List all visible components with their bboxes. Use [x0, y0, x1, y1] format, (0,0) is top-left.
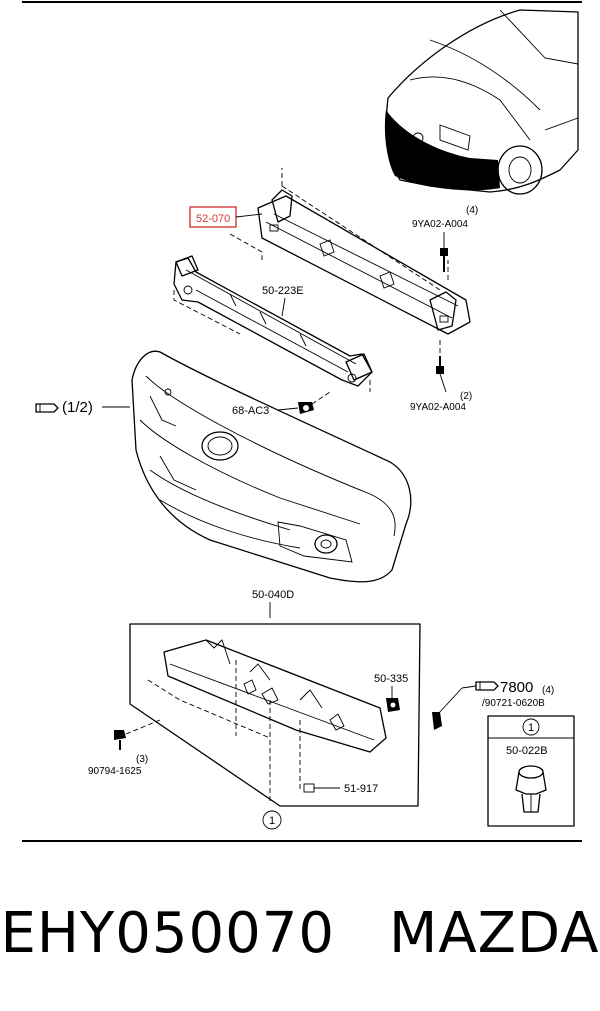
seal-51-917: 51-917 — [303, 783, 378, 795]
nut-50-335: 50-335 — [374, 673, 408, 712]
bolt-top-label: 9YA02-A004 — [412, 219, 468, 230]
label-under-cover: 50-040D — [252, 589, 294, 601]
pointing-hand-icon — [475, 681, 499, 691]
legend-number: 1 — [528, 722, 534, 734]
ref-7800: 7800 (4) /90721-0620B — [432, 679, 554, 730]
label-screw: 90794-1625 — [88, 766, 142, 777]
label-circle-one: 1 — [269, 815, 275, 827]
bumper-ref: (1/2) — [35, 399, 130, 416]
car-front-icon — [384, 9, 579, 195]
bolt-bottom-qty: (2) — [460, 391, 472, 402]
bolt-bottom-label: 9YA02-A004 — [410, 402, 466, 413]
under-cover-panel — [163, 639, 387, 753]
label-bumper-ref: (1/2) — [62, 399, 93, 416]
legend-part: 50-022B — [506, 745, 548, 757]
bolt-bottom: (2) 9YA02-A004 — [410, 356, 472, 413]
label-nut: 50-335 — [374, 673, 408, 685]
pointing-hand-icon — [35, 403, 59, 413]
screw-90794: (3) 90794-1625 — [88, 719, 161, 777]
legend-box: 1 50-022B — [487, 715, 575, 827]
caption: EHY050070 MAZDA — [0, 888, 600, 978]
callout-52-070: 52-070 — [189, 206, 263, 228]
front-bumper — [131, 350, 412, 583]
label-seal: 51-917 — [344, 783, 378, 795]
label-7800-qty: (4) — [542, 685, 554, 696]
bolt-top: (4) 9YA02-A004 — [412, 205, 478, 272]
bumper-reinforcement — [257, 189, 471, 335]
clip-68-ac3: 68-AC3 — [232, 391, 331, 417]
label-reinforcement: 52-070 — [196, 213, 230, 225]
label-absorber: 50-223E — [262, 285, 304, 297]
label-clip-68: 68-AC3 — [232, 405, 269, 417]
energy-absorber — [173, 255, 373, 387]
bolt-top-qty: (4) — [466, 205, 478, 216]
label-screw-qty: (3) — [136, 754, 148, 765]
label-7800: 7800 — [500, 679, 533, 696]
label-7800-sub: /90721-0620B — [482, 698, 545, 709]
caption-part-number: EHY050070 — [0, 900, 336, 966]
caption-brand: MAZDA — [389, 900, 600, 966]
under-cover-frame — [129, 623, 421, 807]
circle-one-marker: 1 — [262, 810, 282, 830]
clip-icon — [515, 765, 547, 813]
